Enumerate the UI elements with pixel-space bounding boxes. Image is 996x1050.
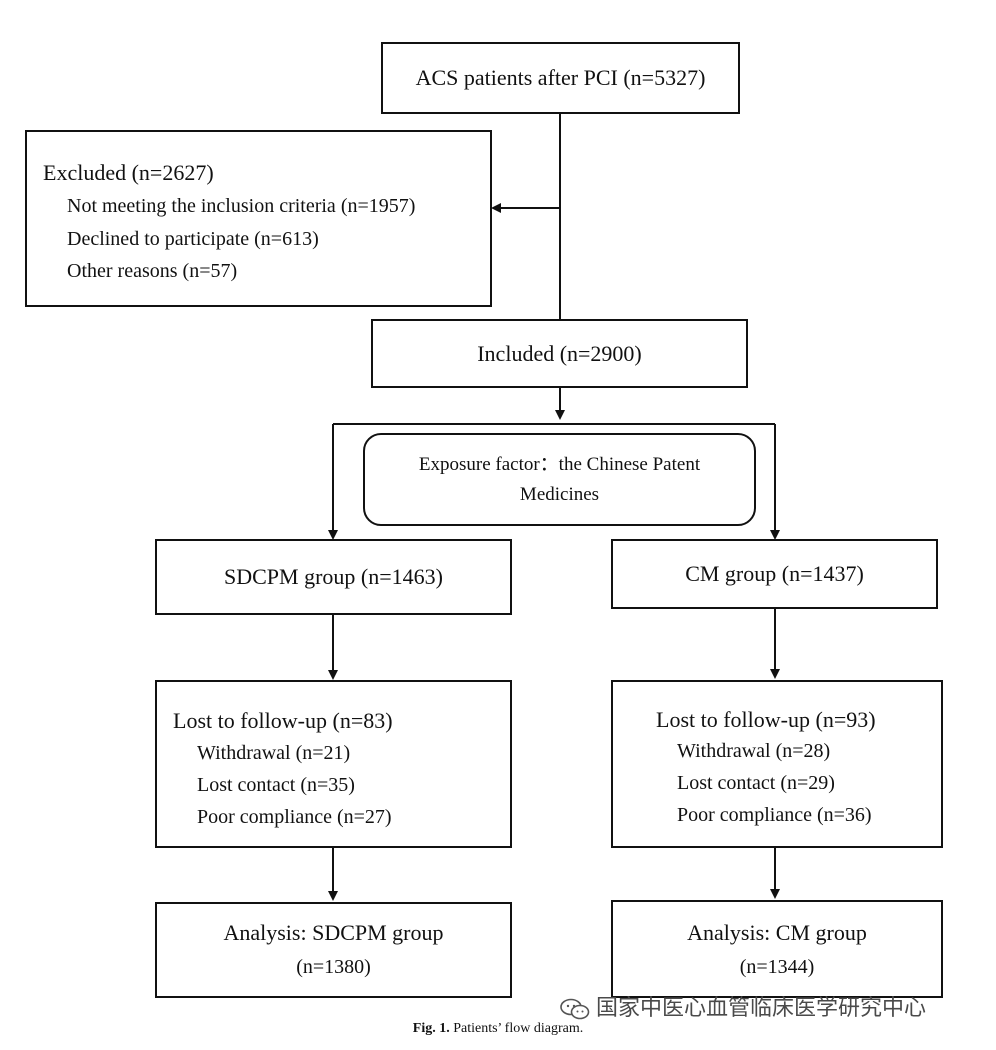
excluded-label: Excluded: [43, 160, 127, 185]
lost-item-count: (n=27): [336, 806, 392, 828]
excluded-item-count: (n=57): [182, 260, 238, 282]
cm-lost-box: Lost to follow-up (n=93) Withdrawal (n=2…: [611, 680, 943, 848]
excluded-item: Other reasons (n=57): [67, 260, 237, 283]
sdcpm-lost-heading: Lost to follow-up (n=83): [173, 708, 393, 734]
cm-lost-item: Lost contact (n=29): [677, 772, 835, 795]
acs-patients-count: (n=5327): [623, 65, 706, 90]
sdcpm-lost-item: Lost contact (n=35): [197, 774, 355, 797]
cm-lost-label: Lost to follow-up: [656, 707, 810, 732]
figure-caption: Fig. 1. Patients’ flow diagram.: [0, 1021, 996, 1037]
exposure-line-1: Exposure factor：the Chinese Patent: [418, 453, 701, 475]
cm-analysis-label: Analysis: CM group: [687, 920, 867, 945]
sdcpm-analysis-label: Analysis: SDCPM group: [223, 920, 444, 945]
lost-item-label: Poor compliance: [197, 806, 332, 828]
cm-analysis-count: (n=1344): [739, 956, 815, 978]
acs-patients-box: ACS patients after PCI (n=5327): [381, 42, 740, 114]
lost-item-label: Poor compliance: [677, 804, 812, 826]
excluded-item-count: (n=1957): [340, 195, 416, 217]
lost-item-count: (n=35): [300, 774, 355, 796]
lost-item-label: Lost contact: [197, 774, 296, 796]
exposure-line-2: Medicines: [519, 483, 600, 505]
sdcpm-group-count: (n=1463): [360, 564, 443, 589]
cm-lost-heading: Lost to follow-up (n=93): [656, 707, 876, 733]
cm-lost-item: Poor compliance (n=36): [677, 804, 872, 827]
lost-item-label: Lost contact: [677, 772, 776, 794]
cm-group-label: CM group: [685, 561, 777, 586]
excluded-item-label: Other reasons: [67, 260, 178, 282]
excluded-item: Declined to participate (n=613): [67, 228, 319, 251]
lost-item-count: (n=29): [780, 772, 835, 794]
included-box: Included (n=2900): [371, 319, 748, 388]
sdcpm-lost-count: (n=83): [332, 708, 393, 733]
figure-number: Fig. 1.: [412, 1021, 450, 1036]
sdcpm-lost-label: Lost to follow-up: [173, 708, 327, 733]
sdcpm-analysis-box: Analysis: SDCPM group (n=1380): [155, 902, 512, 998]
lost-item-count: (n=36): [816, 804, 872, 826]
cm-analysis-box: Analysis: CM group (n=1344): [611, 900, 943, 998]
sdcpm-lost-item: Withdrawal (n=21): [197, 742, 350, 765]
cm-group-count: (n=1437): [781, 561, 864, 586]
lost-item-label: Withdrawal: [677, 740, 771, 762]
included-label: Included: [477, 340, 555, 366]
excluded-heading: Excluded (n=2627): [43, 160, 214, 186]
excluded-count: (n=2627): [131, 160, 214, 185]
excluded-item-label: Not meeting the inclusion criteria: [67, 195, 336, 217]
acs-patients-label: ACS patients after PCI: [415, 65, 618, 90]
cm-group-box: CM group (n=1437): [611, 539, 938, 609]
excluded-box: Excluded (n=2627) Not meeting the inclus…: [25, 130, 492, 307]
excluded-item-label: Declined to participate: [67, 228, 250, 250]
cm-lost-item: Withdrawal (n=28): [677, 740, 830, 763]
sdcpm-group-label: SDCPM group: [224, 564, 356, 589]
figure-caption-text: Patients’ flow diagram.: [453, 1021, 584, 1036]
sdcpm-group-box: SDCPM group (n=1463): [155, 539, 512, 615]
included-count: (n=2900): [559, 340, 642, 366]
sdcpm-analysis-count: (n=1380): [296, 956, 371, 978]
lost-item-count: (n=28): [775, 740, 831, 762]
watermark-text: 国家中医心血管临床医学研究中心: [596, 996, 927, 1021]
exposure-factor-box: Exposure factor：the Chinese Patent Medic…: [363, 433, 756, 526]
lost-item-label: Withdrawal: [197, 742, 291, 764]
sdcpm-lost-box: Lost to follow-up (n=83) Withdrawal (n=2…: [155, 680, 512, 848]
wechat-icon: [560, 998, 590, 1020]
watermark: 国家中医心血管临床医学研究中心: [560, 990, 926, 1022]
cm-lost-count: (n=93): [815, 707, 876, 732]
excluded-item: Not meeting the inclusion criteria (n=19…: [67, 195, 415, 218]
sdcpm-lost-item: Poor compliance (n=27): [197, 806, 392, 829]
excluded-item-count: (n=613): [254, 228, 319, 250]
lost-item-count: (n=21): [295, 742, 351, 764]
